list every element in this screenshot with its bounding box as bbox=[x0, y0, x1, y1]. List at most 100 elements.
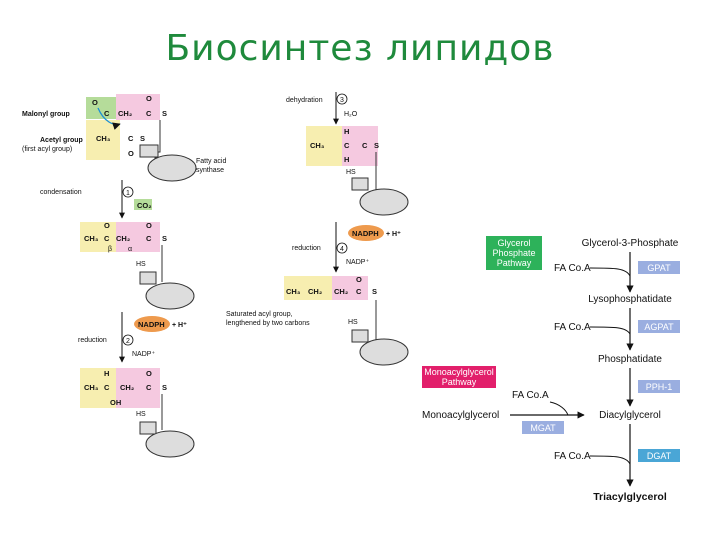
ketoacyl-yellow-box bbox=[80, 222, 116, 252]
chem-h-3: H bbox=[104, 369, 109, 378]
saturated-label-2: lengthened by two carbons bbox=[226, 320, 310, 327]
facoa-join-1 bbox=[589, 267, 631, 277]
chem-o-3b: O bbox=[146, 369, 152, 378]
chem-c-malonyl: C bbox=[104, 109, 110, 118]
step-3-number: 3 bbox=[340, 97, 344, 104]
dehydration-label: dehydration bbox=[286, 97, 323, 104]
phosphatidate: Phosphatidate bbox=[598, 354, 662, 365]
chem-o-2: O bbox=[104, 221, 110, 230]
pph1-badge bbox=[638, 380, 680, 393]
beta-label: β bbox=[108, 246, 112, 253]
enoyl-yellow-box bbox=[306, 126, 342, 166]
fas-left-column: Malonyl group Acetyl group (first acyl g… bbox=[22, 94, 226, 458]
chem-ch2-malonyl: CH₂ bbox=[118, 109, 132, 118]
malonyl-group-label: Malonyl group bbox=[22, 111, 70, 118]
step-2-circle bbox=[122, 334, 134, 346]
chem-ch3-5: CH₃ bbox=[286, 287, 301, 296]
chem-s-5: S bbox=[372, 287, 377, 296]
facoa-4: FA Co.A bbox=[554, 451, 591, 462]
diacylglycerol: Diacylglycerol bbox=[599, 410, 661, 421]
nadp-label-1: NADP⁺ bbox=[132, 351, 155, 358]
chem-ch3-2: CH₃ bbox=[84, 234, 99, 243]
chem-c-3b: C bbox=[146, 383, 152, 392]
glycerol-phosphate-pathway-box bbox=[486, 236, 542, 270]
chem-c-acetyl: C bbox=[128, 134, 134, 143]
fas-enzyme-3 bbox=[139, 394, 195, 458]
step-1-number: 1 bbox=[126, 190, 130, 197]
facoa-1: FA Co.A bbox=[554, 263, 591, 274]
plus-h-label-1: + H⁺ bbox=[172, 322, 187, 329]
chem-o-top: O bbox=[92, 98, 98, 107]
chem-ch2-2: CH₂ bbox=[116, 234, 130, 243]
chem-c-2: C bbox=[104, 234, 110, 243]
gpat-label: GPAT bbox=[647, 263, 671, 273]
reduction-1-label: reduction bbox=[78, 337, 107, 344]
fas-middle-column: dehydration 3 H₂O CH₃ C H H C S HS NADPH… bbox=[226, 92, 409, 366]
fas-enzyme-1 bbox=[139, 120, 197, 182]
agpat-label: AGPAT bbox=[644, 322, 674, 332]
chem-c-thioester: C bbox=[146, 109, 152, 118]
h2o-label: H₂O bbox=[344, 111, 358, 118]
nadp-label-2: NADP⁺ bbox=[346, 259, 369, 266]
reduction-2-label: reduction bbox=[292, 245, 321, 252]
fas-label-2: synthase bbox=[196, 167, 224, 174]
electron-arrow bbox=[97, 107, 121, 130]
nadph-label-1: NADPH bbox=[138, 320, 165, 329]
mgp-label-line-1: Monoacylglycerol bbox=[424, 367, 494, 377]
malonyl-green-box bbox=[86, 97, 116, 119]
chem-s-malonyl: S bbox=[162, 109, 167, 118]
monoacylglycerol-pathway-box bbox=[422, 366, 496, 388]
chem-s-3: S bbox=[162, 383, 167, 392]
facoa-2: FA Co.A bbox=[554, 322, 591, 333]
chem-h-4b: H bbox=[344, 155, 349, 164]
dgat-label: DGAT bbox=[647, 451, 672, 461]
chem-s-acetyl: S bbox=[140, 134, 145, 143]
chem-ch3-acetyl: CH₃ bbox=[96, 134, 111, 143]
fas-enzyme-5 bbox=[351, 300, 409, 366]
hydroxyacyl-yellow-box bbox=[80, 368, 116, 408]
chem-ch3-4: CH₃ bbox=[310, 141, 325, 150]
saturated-label-1: Saturated acyl group, bbox=[226, 311, 293, 318]
step-1-circle bbox=[122, 186, 134, 198]
chem-c-3: C bbox=[104, 383, 110, 392]
acyl-yellow-box bbox=[284, 276, 332, 300]
acyl-pink-box bbox=[332, 276, 368, 300]
alpha-label: α bbox=[128, 246, 132, 253]
tag-pathway: Glycerol Phosphate Pathway Glycerol-3-Ph… bbox=[422, 236, 680, 503]
slide-title: Биосинтез липидов bbox=[165, 28, 555, 69]
mgat-badge bbox=[522, 421, 564, 434]
chem-h-4a: H bbox=[344, 127, 349, 136]
chem-o-2b: O bbox=[146, 221, 152, 230]
chem-o-thioester: O bbox=[146, 94, 152, 103]
chem-c-4: C bbox=[344, 141, 350, 150]
fas-label-1: Fatty acid bbox=[196, 158, 226, 165]
plus-h-label-2: + H⁺ bbox=[386, 231, 401, 238]
condensation-label: condensation bbox=[40, 189, 82, 196]
chem-ch3-3: CH₃ bbox=[84, 383, 99, 392]
glycerol-3-phosphate: Glycerol-3-Phosphate bbox=[582, 238, 679, 249]
ketoacyl-pink-box bbox=[116, 222, 160, 252]
hs-label-3: HS bbox=[346, 169, 356, 176]
triacylglycerol: Triacylglycerol bbox=[593, 491, 667, 503]
chem-ch2-5: CH₂ bbox=[308, 287, 322, 296]
gpp-label-line-1: Glycerol bbox=[497, 238, 530, 248]
chem-c-2b: C bbox=[146, 234, 152, 243]
nadph-label-2: NADPH bbox=[352, 229, 379, 238]
co2-box bbox=[134, 199, 152, 210]
step-4-number: 4 bbox=[340, 246, 344, 253]
fas-enzyme-2 bbox=[139, 245, 195, 310]
mgp-label-line-2: Pathway bbox=[442, 377, 477, 387]
monoacylglycerol: Monoacylglycerol bbox=[422, 410, 499, 421]
chem-s-4: S bbox=[374, 141, 379, 150]
dgat-badge bbox=[638, 449, 680, 462]
step-2-number: 2 bbox=[126, 338, 130, 345]
gpat-badge bbox=[638, 261, 680, 274]
nadph-ellipse-2 bbox=[348, 225, 384, 241]
hs-label-4: HS bbox=[348, 319, 358, 326]
acetyl-group-label: Acetyl group bbox=[40, 137, 83, 144]
co2-label: CO₂ bbox=[137, 201, 152, 210]
hydroxyacyl-pink-box bbox=[116, 368, 160, 408]
enoyl-pink-box bbox=[342, 126, 378, 166]
hs-label-2: HS bbox=[136, 411, 146, 418]
